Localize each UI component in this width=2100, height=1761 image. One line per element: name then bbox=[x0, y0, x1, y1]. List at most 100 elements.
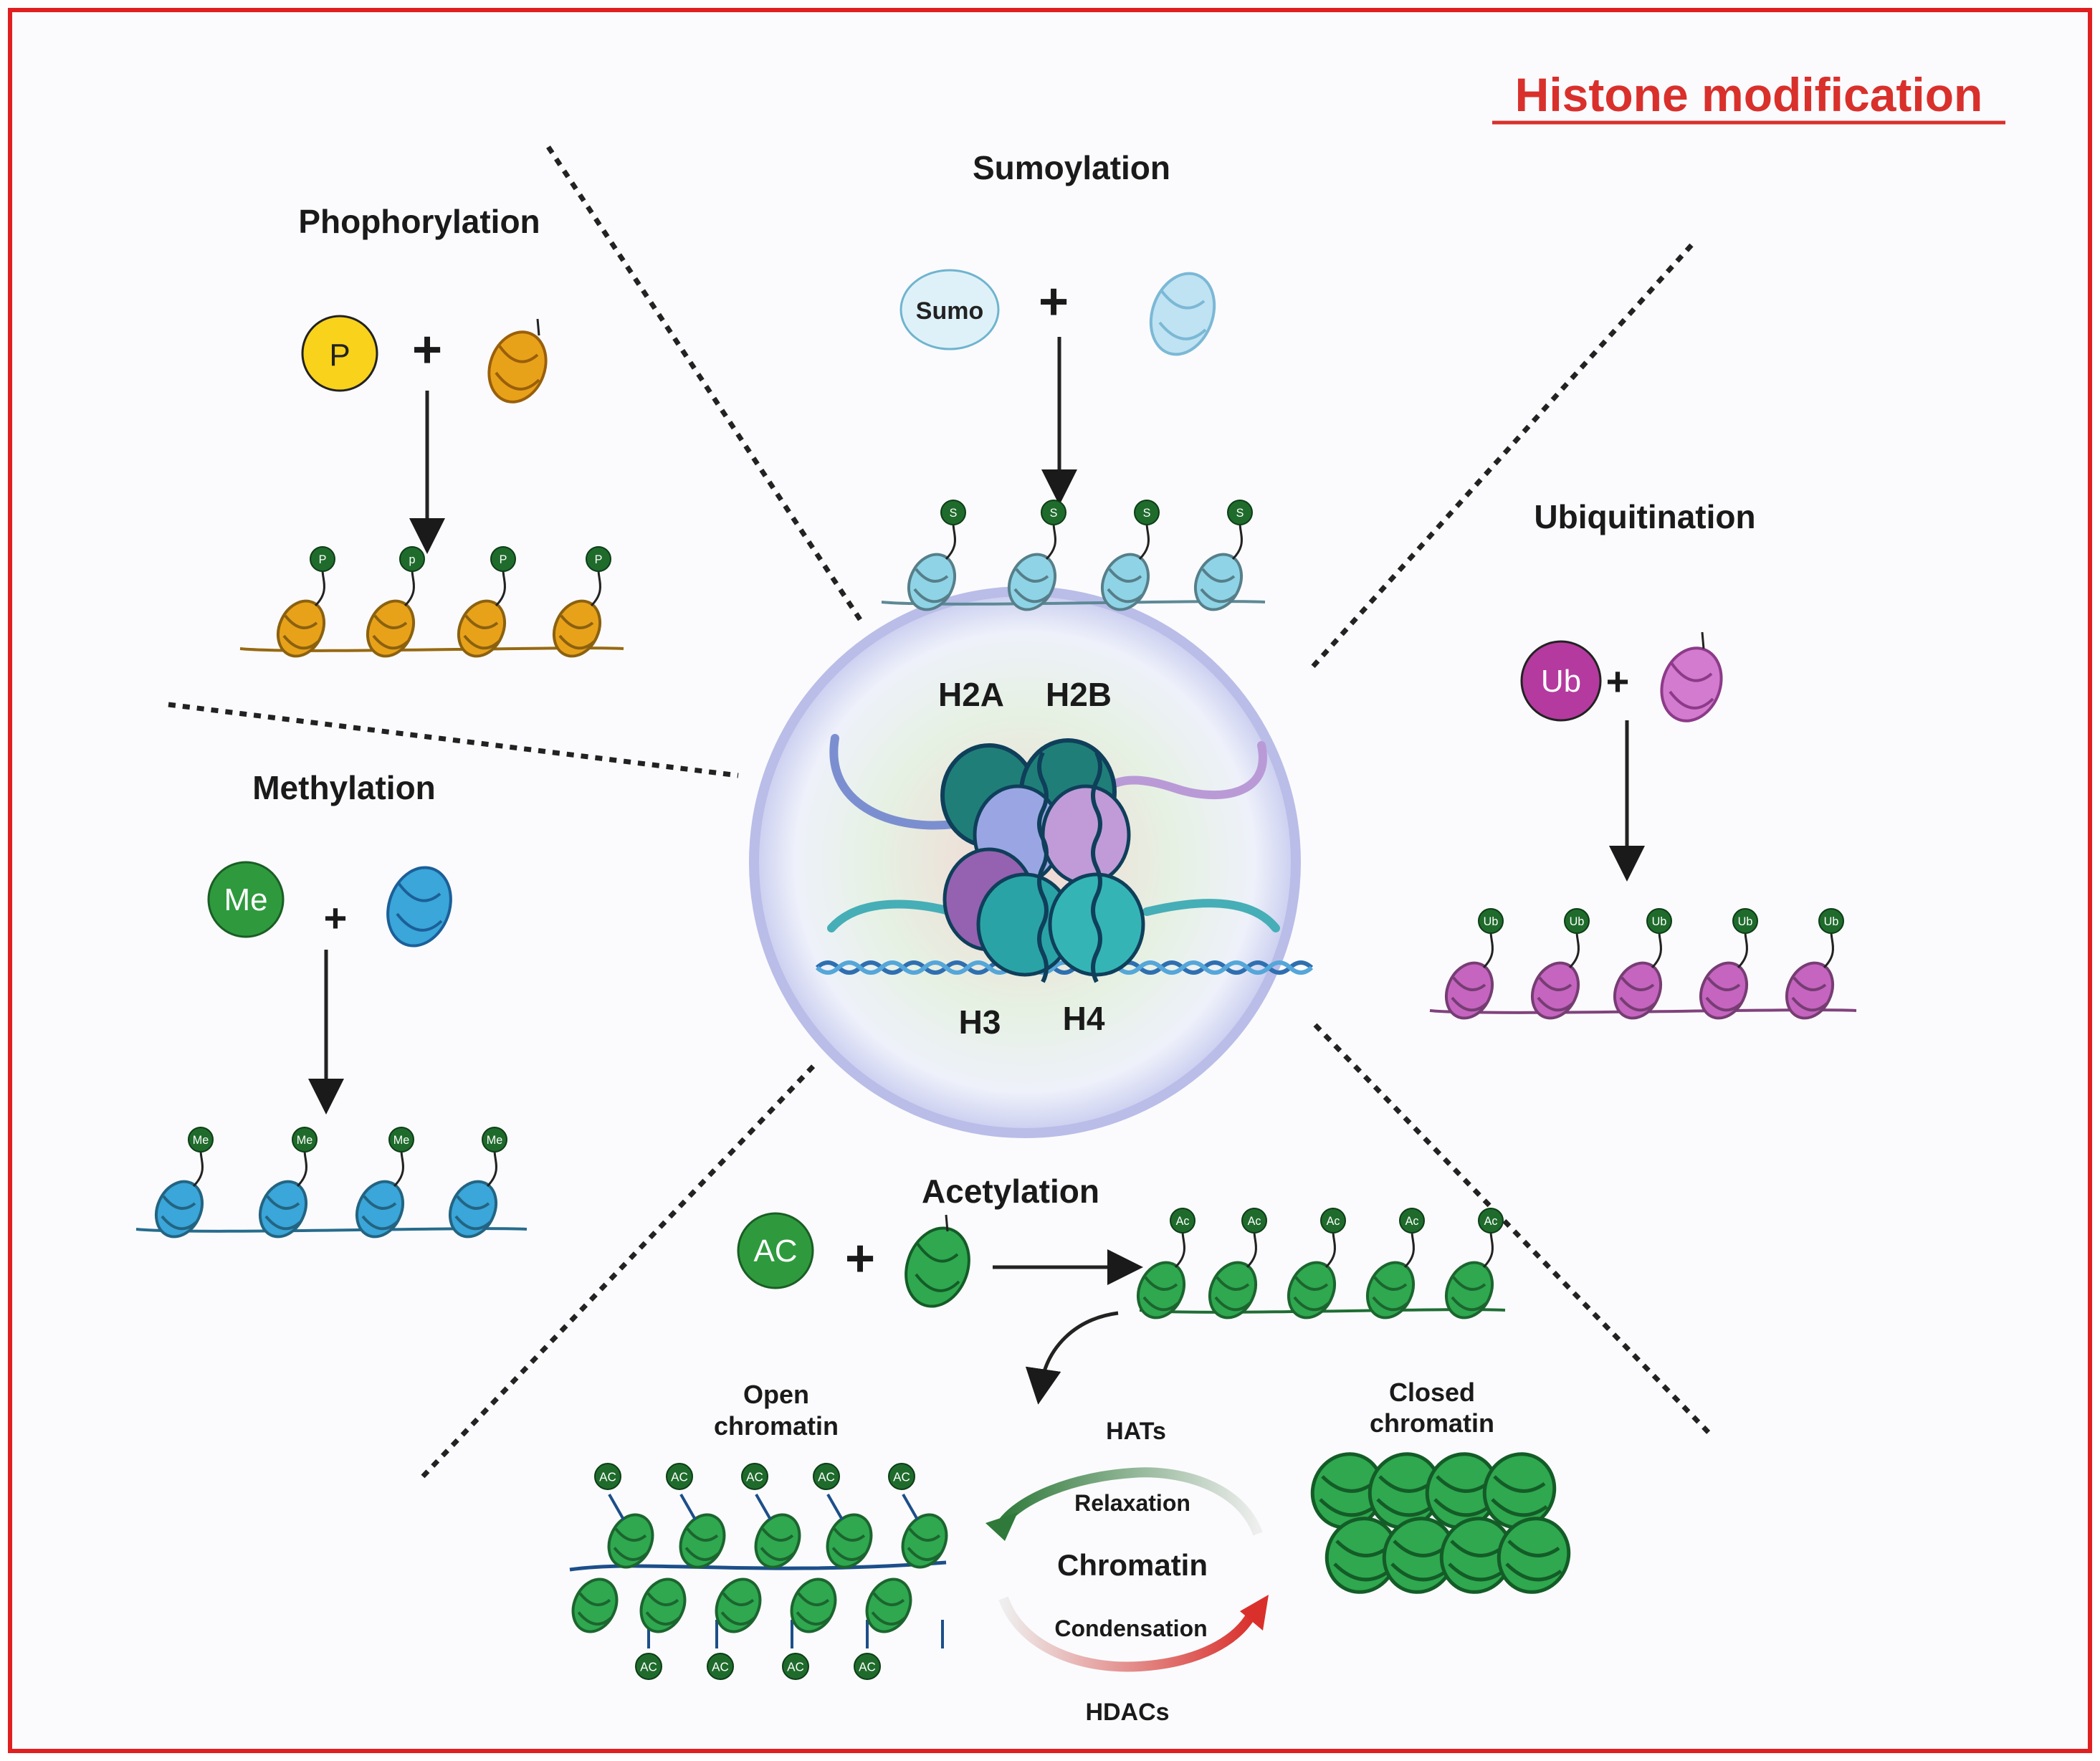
svg-text:Ac: Ac bbox=[1327, 1215, 1340, 1228]
closed-nucleosome bbox=[1310, 1452, 1385, 1529]
me-nucleosome bbox=[355, 1180, 405, 1239]
svg-text:Ub: Ub bbox=[1484, 915, 1499, 928]
me-tag: Me bbox=[482, 1127, 507, 1152]
nucleosome-green bbox=[905, 1214, 970, 1308]
open-ac-tag: AC bbox=[741, 1463, 768, 1490]
sumo-tail bbox=[1138, 522, 1150, 560]
open-tail bbox=[826, 1494, 844, 1520]
ubiquitination-plus: + bbox=[1606, 659, 1630, 704]
open-ac-tag: AC bbox=[635, 1653, 662, 1680]
ub-tail bbox=[1568, 931, 1580, 969]
phos-nucleosome bbox=[457, 599, 507, 658]
svg-text:P: P bbox=[500, 553, 507, 566]
open-nucleosome-bottom bbox=[790, 1578, 837, 1633]
svg-text:AC: AC bbox=[599, 1470, 616, 1484]
open-nucleosome-bottom bbox=[571, 1578, 619, 1633]
ac-tag: Ac bbox=[1241, 1208, 1267, 1233]
svg-text:Ac: Ac bbox=[1405, 1215, 1419, 1228]
svg-text:AC: AC bbox=[787, 1660, 804, 1674]
label-h2a: H2A bbox=[938, 676, 1004, 713]
svg-text:AC: AC bbox=[859, 1660, 876, 1674]
svg-text:Ub: Ub bbox=[1652, 915, 1667, 928]
nucleosome-lightblue bbox=[1149, 272, 1216, 356]
phosphate-badge-text: P bbox=[329, 338, 350, 373]
ac-tail bbox=[1174, 1231, 1185, 1269]
open-chromatin-label-2: chromatin bbox=[714, 1411, 839, 1441]
svg-text:P: P bbox=[319, 553, 327, 566]
ac-tag: Ac bbox=[1399, 1208, 1425, 1233]
open-chromatin-label-1: Open bbox=[743, 1380, 809, 1409]
svg-text:AC: AC bbox=[712, 1660, 729, 1674]
condensation-arrowhead bbox=[1240, 1595, 1269, 1631]
label-h2b: H2B bbox=[1046, 676, 1112, 713]
cycle-condensation: Condensation bbox=[1054, 1616, 1207, 1641]
ub-tag: Ub bbox=[1478, 908, 1504, 934]
acetyl-badge bbox=[737, 1212, 814, 1289]
sumo-badge-text: Sumo bbox=[916, 297, 983, 325]
methylation-plus: + bbox=[324, 895, 348, 940]
svg-text:Ac: Ac bbox=[1176, 1215, 1190, 1228]
ac-tail bbox=[1403, 1231, 1415, 1269]
svg-text:Ub: Ub bbox=[1824, 915, 1839, 928]
open-ac-tag: AC bbox=[854, 1653, 881, 1680]
svg-text:S: S bbox=[1236, 507, 1244, 520]
phosphate-badge bbox=[301, 315, 378, 392]
open-nucleosome-bottom bbox=[639, 1578, 687, 1633]
methylation-label: Methylation bbox=[252, 769, 436, 806]
phos-tail bbox=[314, 569, 325, 607]
open-tail bbox=[755, 1494, 772, 1520]
open-tail bbox=[902, 1494, 919, 1520]
open-ac-tag: AC bbox=[666, 1463, 693, 1490]
sumo-tag: S bbox=[940, 500, 966, 525]
me-nucleosome bbox=[448, 1180, 498, 1239]
open-nucleosome-bottom bbox=[715, 1578, 762, 1633]
phos-nucleosome bbox=[366, 599, 416, 658]
me-tag: Me bbox=[188, 1127, 214, 1152]
sumoylation-label: Sumoylation bbox=[973, 149, 1170, 186]
divider-left bbox=[168, 702, 739, 778]
svg-text:S: S bbox=[950, 507, 958, 520]
open-nucleosome-top bbox=[607, 1513, 654, 1569]
acetyl-badge-text: AC bbox=[753, 1233, 797, 1269]
closed-chromatin-panel: Closed chromatin bbox=[1310, 1378, 1571, 1594]
svg-text:S: S bbox=[1143, 507, 1151, 520]
me-tag: Me bbox=[292, 1127, 318, 1152]
me-tag: Me bbox=[388, 1127, 414, 1152]
sumoylation-plus: + bbox=[1039, 273, 1069, 330]
ac-nucleosome bbox=[1444, 1261, 1494, 1319]
open-ac-tag: AC bbox=[594, 1463, 621, 1490]
svg-text:Ub: Ub bbox=[1738, 915, 1753, 928]
svg-text:AC: AC bbox=[893, 1470, 910, 1484]
divider-top-left bbox=[546, 145, 866, 626]
cycle-hats: HATs bbox=[1106, 1418, 1166, 1445]
figure-title: Histone modification bbox=[1515, 68, 1983, 121]
svg-text:Me: Me bbox=[193, 1134, 209, 1147]
phos-tail bbox=[404, 569, 415, 607]
closed-nucleosome bbox=[1325, 1517, 1399, 1594]
section-dividers bbox=[168, 145, 1715, 1479]
ub-nucleosome bbox=[1530, 961, 1580, 1020]
closed-nucleosome bbox=[1497, 1517, 1571, 1594]
svg-text:AC: AC bbox=[671, 1470, 688, 1484]
phos-nucleosome bbox=[276, 599, 326, 658]
ub-tag: Ub bbox=[1732, 908, 1758, 934]
divider-bottom-left bbox=[421, 1060, 819, 1479]
sumo-tag: S bbox=[1227, 500, 1253, 525]
sumo-tail bbox=[1231, 522, 1243, 560]
ub-tail bbox=[1737, 931, 1748, 969]
closed-nucleosome bbox=[1382, 1517, 1456, 1594]
me-tail bbox=[393, 1150, 404, 1188]
chromatin-cycle: HATs Relaxation Chromatin Condensation H… bbox=[985, 1418, 1269, 1726]
svg-text:Me: Me bbox=[297, 1134, 312, 1147]
svg-text:AC: AC bbox=[640, 1660, 657, 1674]
phosphorylation-plus: + bbox=[412, 321, 442, 378]
ub-nucleosome bbox=[1613, 961, 1663, 1020]
ub-tail bbox=[1823, 931, 1834, 969]
ac-tail bbox=[1325, 1231, 1336, 1269]
